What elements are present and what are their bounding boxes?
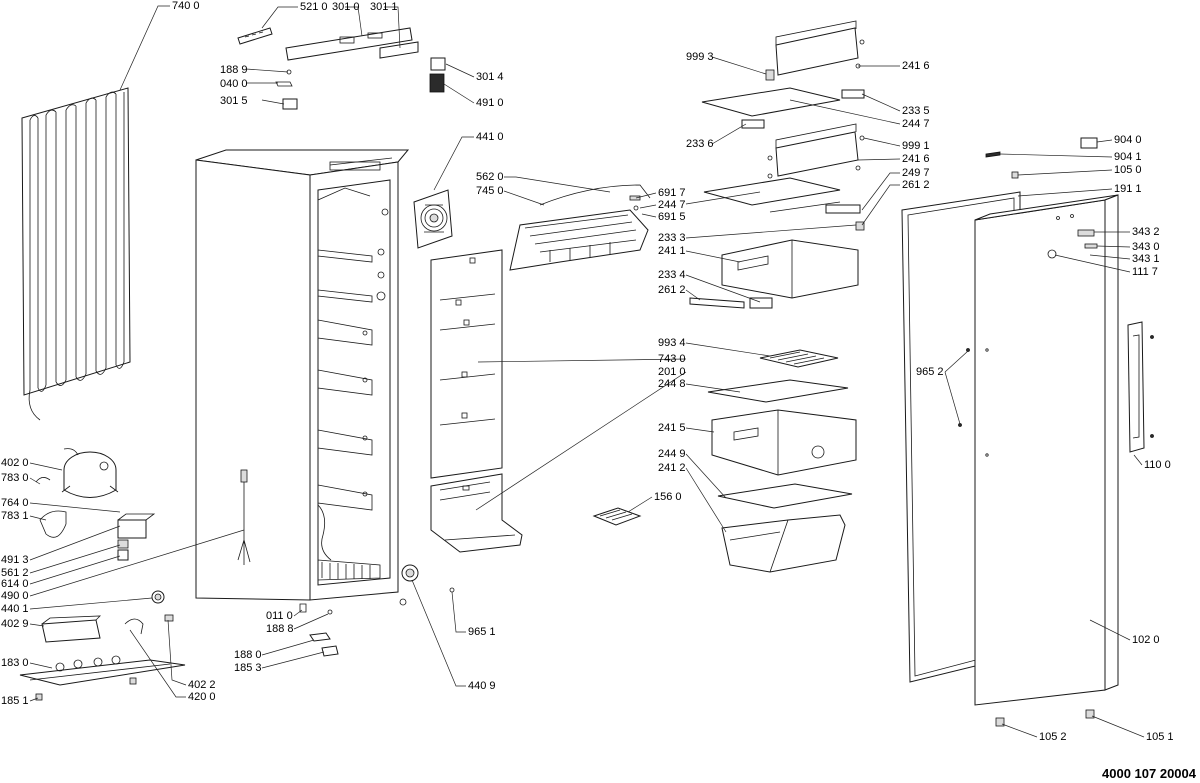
small-grid-part — [592, 507, 642, 526]
callout-188-8: 188 8 — [266, 623, 294, 635]
callout-343-0: 343 0 — [1132, 241, 1160, 253]
callout-185-1: 185 1 — [1, 695, 29, 707]
compressor-part — [35, 448, 119, 498]
callout-191-1: 191 1 — [1114, 183, 1142, 195]
callout-261-2-a: 261 2 — [902, 179, 930, 191]
callout-420-0: 420 0 — [188, 691, 216, 703]
callout-343-1: 343 1 — [1132, 253, 1160, 265]
callout-111-7: 111 7 — [1132, 266, 1158, 278]
callout-011-0: 011 0 — [266, 610, 293, 622]
callout-561-2: 561 2 — [1, 567, 29, 579]
callout-783-0: 783 0 — [1, 472, 29, 484]
callout-105-1: 105 1 — [1146, 731, 1174, 743]
second-door-shelf-part — [767, 123, 865, 179]
callout-614-0: 614 0 — [1, 578, 29, 590]
callout-241-6-a: 241 6 — [902, 60, 930, 72]
callout-241-6-b: 241 6 — [902, 153, 930, 165]
callout-261-2-b: 261 2 — [658, 284, 686, 296]
bottom-duct-part — [430, 473, 523, 553]
callout-965-1: 965 1 — [468, 626, 496, 638]
callout-402-9: 402 9 — [1, 618, 29, 630]
callout-185-3: 185 3 — [234, 662, 262, 674]
callout-440-1: 440 1 — [1, 603, 29, 615]
crisper-drawer-bottom-part — [721, 514, 846, 573]
crisper-drawer-middle-part — [711, 409, 857, 476]
callout-562-0: 562 0 — [476, 171, 504, 183]
callout-301-4: 301 4 — [476, 71, 504, 83]
callout-188-9: 188 9 — [220, 64, 248, 76]
callout-745-0: 745 0 — [476, 185, 504, 197]
crisper-drawer-upper-part — [721, 239, 859, 299]
rail-part — [689, 297, 773, 309]
callout-402-2: 402 2 — [188, 679, 216, 691]
evaporator-duct-part — [509, 184, 651, 271]
callout-156-0: 156 0 — [654, 491, 682, 503]
glass-shelf-lower-part — [707, 379, 849, 403]
control-panel-parts — [237, 27, 446, 110]
callout-244-7-b: 244 7 — [902, 118, 930, 130]
callout-233-4: 233 4 — [658, 269, 686, 281]
callout-110-0: 110 0 — [1144, 459, 1171, 471]
callout-764-0: 764 0 — [1, 497, 29, 509]
callout-402-0: 402 0 — [1, 457, 29, 469]
callout-999-3: 999 3 — [686, 51, 714, 63]
callout-740-0: 740 0 — [172, 0, 200, 12]
callout-491-0: 491 0 — [476, 97, 504, 109]
callout-241-1: 241 1 — [658, 245, 686, 257]
callout-244-9: 244 9 — [658, 448, 686, 460]
callout-904-1: 904 1 — [1114, 151, 1142, 163]
glass-shelf-bottom-part — [717, 483, 853, 509]
callout-691-7: 691 7 — [658, 187, 686, 199]
callout-521-0: 521 0 — [300, 1, 328, 13]
cover-grid-part — [759, 349, 839, 368]
callout-441-0: 441 0 — [476, 131, 504, 143]
callout-183-0: 183 0 — [1, 657, 29, 669]
callout-233-5: 233 5 — [902, 105, 930, 117]
fan-assembly-part — [413, 189, 453, 249]
callout-965-2: 965 2 — [916, 366, 944, 378]
callout-244-7-a: 244 7 — [658, 199, 686, 211]
callout-233-3: 233 3 — [658, 232, 686, 244]
door-top-parts — [958, 137, 1098, 727]
callout-490-0: 490 0 — [1, 590, 29, 602]
callout-201-0: 201 0 — [658, 366, 686, 378]
callout-233-6: 233 6 — [686, 138, 714, 150]
glass-shelf-mid-part — [703, 177, 865, 231]
door-part — [974, 194, 1119, 706]
back-panel-part — [430, 249, 503, 479]
callout-301-5: 301 5 — [220, 95, 248, 107]
callout-743-0: 743 0 — [658, 353, 686, 365]
callout-105-0: 105 0 — [1114, 164, 1142, 176]
condenser-coil-part — [21, 87, 131, 421]
callout-102-0: 102 0 — [1132, 634, 1160, 646]
callout-241-2: 241 2 — [658, 462, 686, 474]
callout-491-3: 491 3 — [1, 554, 29, 566]
callout-904-0: 904 0 — [1114, 134, 1142, 146]
callout-999-1: 999 1 — [902, 140, 930, 152]
leader-lines — [29, 5, 1145, 738]
lower-small-parts — [19, 590, 186, 701]
callout-105-2: 105 2 — [1039, 731, 1067, 743]
callout-301-1: 301 1 — [370, 1, 398, 13]
callout-241-5: 241 5 — [658, 422, 686, 434]
document-number: 4000 107 20004 — [1102, 766, 1196, 781]
relay-parts — [39, 510, 156, 561]
callout-040-0: 040 0 — [220, 78, 248, 90]
callout-343-2: 343 2 — [1132, 226, 1160, 238]
base-hinge-parts — [299, 564, 455, 657]
callout-993-4: 993 4 — [658, 337, 686, 349]
callout-188-0: 188 0 — [234, 649, 262, 661]
glass-shelf-top-part — [701, 87, 865, 129]
callout-691-5: 691 5 — [658, 211, 686, 223]
callout-783-1: 783 1 — [1, 510, 29, 522]
callout-440-9: 440 9 — [468, 680, 496, 692]
callout-244-8: 244 8 — [658, 378, 686, 390]
door-handle-part — [1127, 321, 1154, 453]
upper-door-shelf-part — [765, 20, 865, 81]
callout-249-7: 249 7 — [902, 167, 930, 179]
cabinet-body-part — [195, 149, 410, 601]
callout-301-0: 301 0 — [332, 1, 360, 13]
